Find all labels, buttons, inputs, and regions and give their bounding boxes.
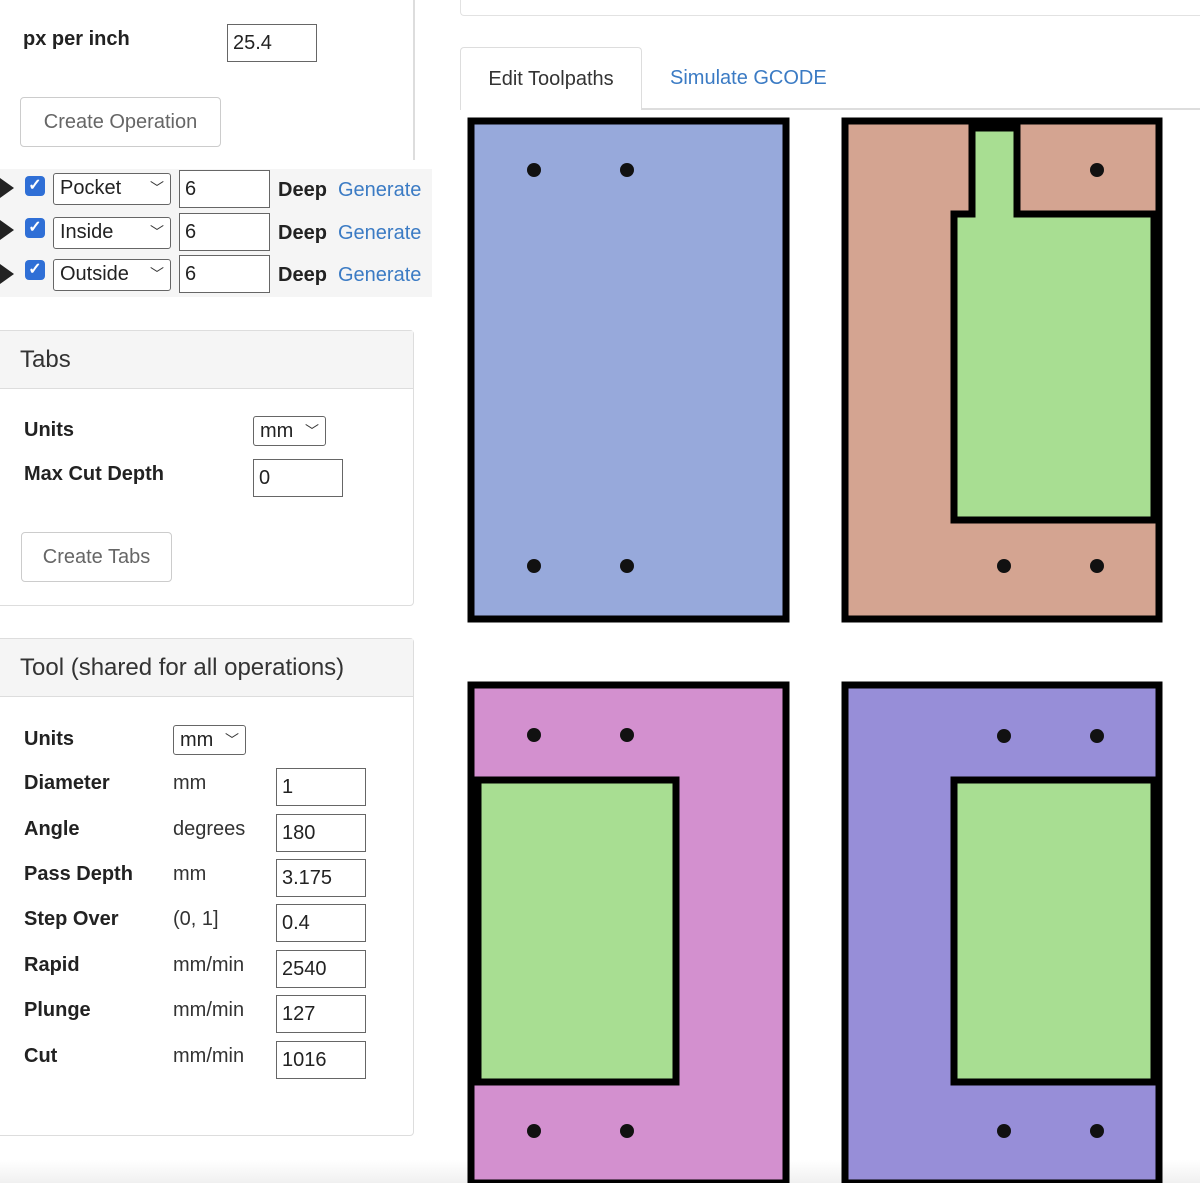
chevron-down-icon: ﹀	[305, 423, 319, 439]
tab-dot	[997, 559, 1011, 573]
rapid-label: Rapid	[24, 954, 80, 976]
tab-dot	[620, 1124, 634, 1138]
tab-dot	[620, 163, 634, 177]
deep-label: Deep	[278, 264, 327, 286]
chevron-down-icon: ﹀	[150, 266, 164, 282]
expand-triangle-icon[interactable]	[0, 264, 14, 284]
operation-type-select[interactable]: Inside﹀	[53, 217, 171, 249]
tool-panel: Tool (shared for all operations) Units m…	[0, 638, 414, 1136]
operation-depth-input[interactable]: 6	[179, 170, 270, 208]
operation-row-inside: ✓ Inside﹀ 6 Deep Generate	[0, 211, 432, 253]
step-over-input[interactable]: 0.4	[276, 904, 366, 942]
pass-depth-unit: mm	[173, 863, 207, 885]
tab-dot	[997, 1124, 1011, 1138]
tool-units-label: Units	[24, 728, 74, 750]
plunge-unit: mm/min	[173, 999, 245, 1021]
tab-dot	[1090, 729, 1104, 743]
angle-label: Angle	[24, 818, 80, 840]
tab-dot	[620, 559, 634, 573]
expand-triangle-icon[interactable]	[0, 178, 14, 198]
cut-unit: mm/min	[173, 1045, 245, 1067]
part-blue[interactable]	[467, 117, 790, 623]
max-cut-depth-label: Max Cut Depth	[24, 463, 164, 485]
cut-label: Cut	[24, 1045, 58, 1067]
pass-depth-label: Pass Depth	[24, 863, 133, 885]
operation-row-pocket: ✓ Pocket﹀ 6 Deep Generate	[0, 169, 432, 211]
tab-simulate-gcode[interactable]: Simulate GCODE	[670, 67, 827, 89]
expand-triangle-icon[interactable]	[0, 220, 14, 240]
tab-dot	[527, 163, 541, 177]
tool-panel-title: Tool (shared for all operations)	[0, 639, 413, 697]
px-per-inch-label: px per inch	[23, 28, 130, 50]
angle-unit: degrees	[173, 818, 246, 840]
green-inside-region	[474, 776, 680, 1086]
tabs-baseline	[641, 108, 1200, 110]
tab-dots	[527, 163, 1104, 1138]
px-per-inch-input[interactable]: 25.4	[227, 24, 317, 62]
create-tabs-button[interactable]: Create Tabs	[21, 532, 172, 582]
diameter-unit: mm	[173, 772, 207, 794]
checkbox-checked-icon[interactable]: ✓	[25, 176, 45, 196]
deep-label: Deep	[278, 179, 327, 201]
deep-label: Deep	[278, 222, 327, 244]
tab-edit-toolpaths[interactable]: Edit Toolpaths	[460, 47, 642, 110]
left-column-border	[413, 0, 415, 160]
tabs-units-label: Units	[24, 419, 74, 441]
plunge-input[interactable]: 127	[276, 995, 366, 1033]
chevron-down-icon: ﹀	[150, 180, 164, 196]
tab-dot	[527, 559, 541, 573]
tab-dot	[527, 1124, 541, 1138]
plunge-label: Plunge	[24, 999, 91, 1021]
create-operation-button[interactable]: Create Operation	[20, 97, 221, 147]
generate-link[interactable]: Generate	[338, 222, 422, 244]
step-over-unit: (0, 1]	[173, 908, 219, 930]
pass-depth-input[interactable]: 3.175	[276, 859, 366, 897]
tab-dot	[620, 728, 634, 742]
max-cut-depth-input[interactable]: 0	[253, 459, 343, 497]
step-over-label: Step Over	[24, 908, 119, 930]
generate-link[interactable]: Generate	[338, 264, 422, 286]
rapid-unit: mm/min	[173, 954, 245, 976]
operation-type-select[interactable]: Pocket﹀	[53, 173, 171, 205]
tabs-panel-title: Tabs	[0, 331, 413, 389]
top-bar-edge	[460, 0, 1200, 16]
cut-input[interactable]: 1016	[276, 1041, 366, 1079]
operation-depth-input[interactable]: 6	[179, 255, 270, 293]
generate-link[interactable]: Generate	[338, 179, 422, 201]
tabs-units-select[interactable]: mm﹀	[253, 416, 326, 446]
checkbox-checked-icon[interactable]: ✓	[25, 218, 45, 238]
rapid-input[interactable]: 2540	[276, 950, 366, 988]
operation-row-outside: ✓ Outside﹀ 6 Deep Generate	[0, 253, 432, 297]
tool-units-select[interactable]: mm﹀	[173, 725, 246, 755]
diameter-label: Diameter	[24, 772, 110, 794]
tabs-panel: Tabs Units mm﹀ Max Cut Depth 0 Create Ta…	[0, 330, 414, 606]
chevron-down-icon: ﹀	[225, 732, 239, 748]
tab-dot	[1090, 163, 1104, 177]
tab-dot	[1090, 1124, 1104, 1138]
tab-dot	[1090, 559, 1104, 573]
tab-dot	[997, 729, 1011, 743]
diameter-input[interactable]: 1	[276, 768, 366, 806]
tab-dot	[527, 728, 541, 742]
green-pocket-region	[950, 124, 1158, 524]
operation-type-select[interactable]: Outside﹀	[53, 259, 171, 291]
angle-input[interactable]: 180	[276, 814, 366, 852]
checkbox-checked-icon[interactable]: ✓	[25, 260, 45, 280]
green-outside-region	[950, 776, 1158, 1086]
chevron-down-icon: ﹀	[150, 224, 164, 240]
operation-depth-input[interactable]: 6	[179, 213, 270, 251]
